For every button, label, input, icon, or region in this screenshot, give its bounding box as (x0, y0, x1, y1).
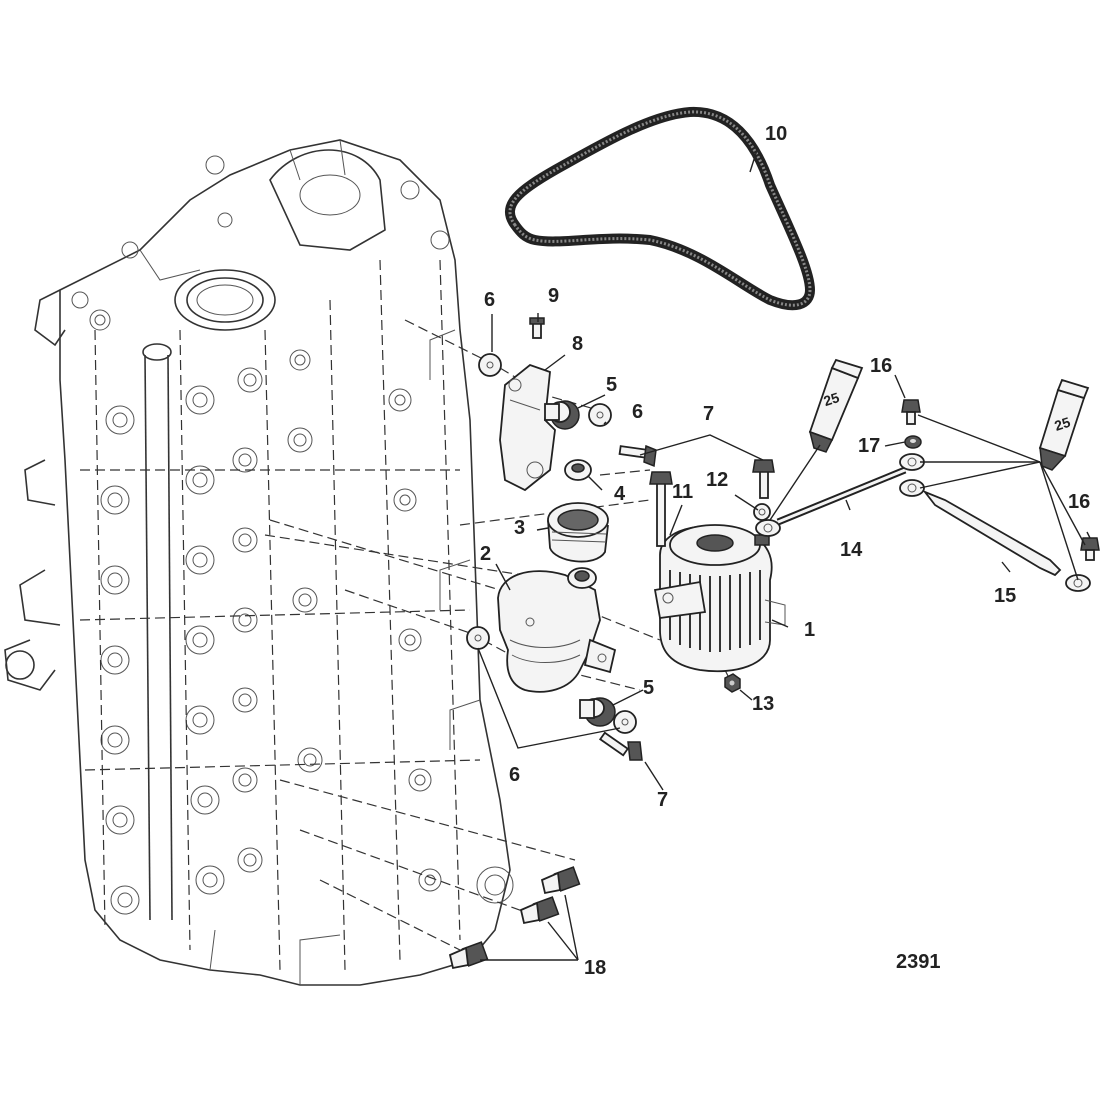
engine-block (4, 139, 514, 986)
tensioner-bracket (499, 363, 556, 492)
tube-2-label: 25 (1052, 414, 1072, 434)
callout-10: 10 (765, 123, 788, 145)
callout-7b: 7 (657, 789, 669, 811)
washer-6c (466, 626, 490, 650)
callout-6a: 6 (484, 289, 496, 311)
bolt-16a (901, 399, 921, 425)
serpentine-belt (505, 106, 816, 311)
clip-18b (519, 896, 560, 925)
washer-12 (753, 503, 771, 521)
callout-4: 4 (614, 483, 626, 505)
bushing-5b (579, 697, 616, 727)
callout-14: 14 (840, 539, 863, 561)
bolt-4 (564, 459, 592, 481)
bolt-16b (1080, 537, 1100, 561)
tensioner-2 (497, 567, 617, 693)
clip-18a (540, 866, 581, 895)
callout-5b: 5 (643, 677, 655, 699)
bolt-7b (752, 459, 775, 499)
nut-13 (724, 673, 741, 693)
bushing-5a (544, 400, 580, 430)
callout-1: 1 (804, 619, 816, 641)
callout-11: 11 (672, 481, 694, 503)
callout-16b: 16 (1068, 491, 1091, 513)
callout-18: 18 (584, 957, 607, 979)
leader-lines (477, 149, 1091, 961)
callout-9: 9 (548, 285, 560, 307)
alternator-1 (653, 524, 786, 673)
tube-1-label: 25 (821, 389, 841, 409)
washer-6d (613, 710, 637, 734)
clip-18c (448, 941, 489, 970)
callout-8: 8 (572, 333, 584, 355)
callout-16a: 16 (870, 355, 893, 377)
callout-7a: 7 (703, 403, 715, 425)
callout-17: 17 (858, 435, 881, 457)
screw-9 (529, 317, 545, 339)
sealant-tube-2: 25 (1038, 378, 1090, 471)
washer-6a (478, 353, 502, 377)
callout-2: 2 (480, 543, 492, 565)
pulley-3 (547, 502, 609, 563)
callout-12: 12 (706, 469, 729, 491)
bolt-7a (618, 444, 657, 468)
callout-13: 13 (752, 693, 775, 715)
bolt-11 (649, 471, 673, 547)
nut-17 (904, 435, 922, 449)
figure-number: 2391 (896, 951, 941, 973)
callout-5a: 5 (606, 374, 618, 396)
cable-14 (755, 453, 925, 537)
sealant-tube-1: 25 (808, 358, 864, 453)
callout-6c: 6 (509, 764, 521, 786)
bolt-7c (598, 731, 643, 761)
callout-3: 3 (514, 517, 526, 539)
callout-6b: 6 (632, 401, 644, 423)
cable-15 (899, 479, 1091, 592)
washer-6b (588, 403, 612, 427)
callout-15: 15 (994, 585, 1017, 607)
